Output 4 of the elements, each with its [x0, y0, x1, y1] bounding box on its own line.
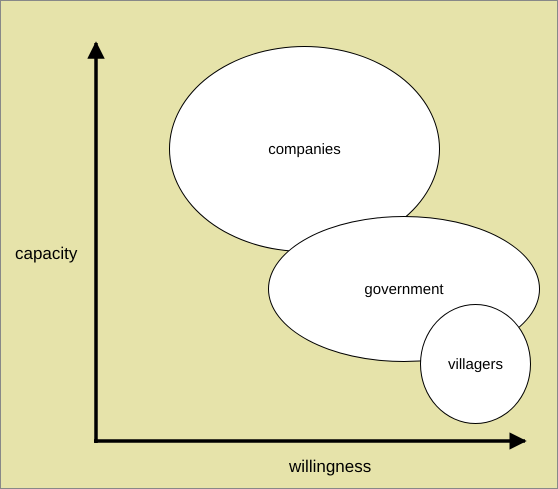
axis-label: willingness: [289, 457, 372, 477]
axis-label: capacity: [15, 244, 78, 264]
ellipse-region: companies: [169, 46, 440, 252]
ellipse-region: villagers: [420, 304, 531, 424]
